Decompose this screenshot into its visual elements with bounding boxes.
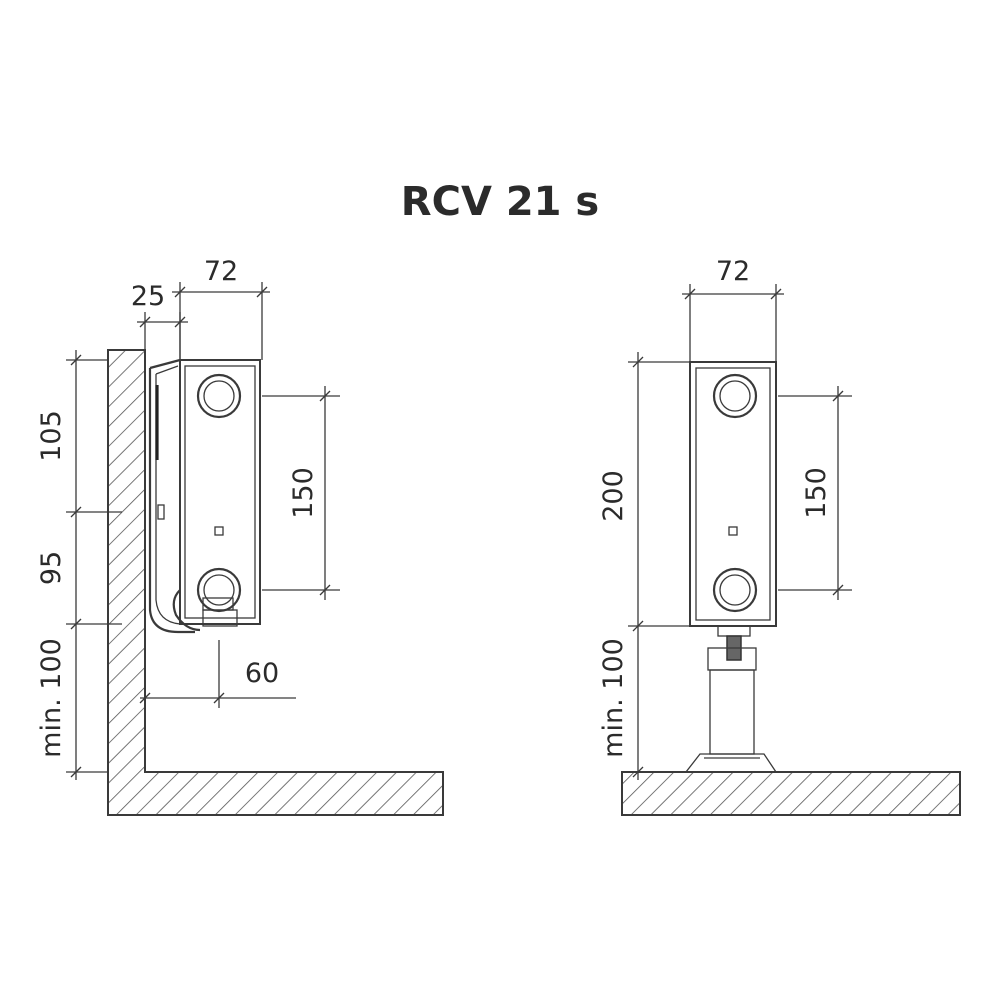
radiator-inner-panel-right: [695, 367, 771, 621]
floor-section: [621, 771, 961, 816]
bracket-arm: [155, 365, 181, 625]
dimension-25: [137, 312, 188, 360]
radiator-body-right: [689, 361, 777, 627]
dimension-label-150-right: 150: [801, 467, 832, 519]
dimension-label-200: 200: [598, 470, 629, 522]
left-view: 72 25 105 95 min. 100: [36, 256, 444, 816]
dimension-label-60: 60: [245, 658, 279, 689]
dimension-label-25: 25: [131, 281, 165, 312]
dimension-label-72-left: 72: [204, 256, 238, 287]
vertical-dimension-chain-right: [628, 352, 710, 780]
dimension-150-right: [778, 386, 852, 600]
dimension-label-min100-left: min. 100: [36, 638, 67, 758]
radiator-inner-panel-left: [184, 365, 256, 619]
vent-plug-right: [728, 526, 738, 536]
dimension-150-left: [262, 386, 340, 600]
dimension-label-72-right: 72: [716, 256, 750, 287]
stand-column: [709, 669, 755, 755]
dimension-label-95: 95: [36, 551, 67, 585]
dimension-72-left: [172, 282, 270, 360]
dimension-label-105: 105: [36, 410, 67, 462]
lower-connection-circle-right: [712, 567, 758, 613]
dimension-72-right: [682, 284, 784, 362]
return-pipe: [172, 589, 201, 632]
vertical-dimension-chain-left: [66, 350, 122, 780]
lower-connection-circle-left: [196, 567, 242, 613]
dimension-label-min100-right: min. 100: [598, 638, 629, 758]
stand-foot: [684, 753, 778, 773]
upper-connection-circle-right: [712, 373, 758, 419]
right-view: 72 200 min. 100 150: [598, 256, 961, 816]
radiator-body-left: [179, 359, 261, 625]
valve-coupling-right: [717, 625, 751, 637]
dimension-60: [139, 640, 296, 708]
vent-plug-left: [214, 526, 224, 536]
wall-bracket: [148, 358, 195, 634]
valve-nut-left: [202, 609, 238, 627]
bracket-plate: [157, 504, 165, 520]
upper-connection-circle-left: [196, 373, 242, 419]
dimension-label-150-left: 150: [288, 467, 319, 519]
diagram-title: RCV 21 s: [401, 179, 599, 225]
